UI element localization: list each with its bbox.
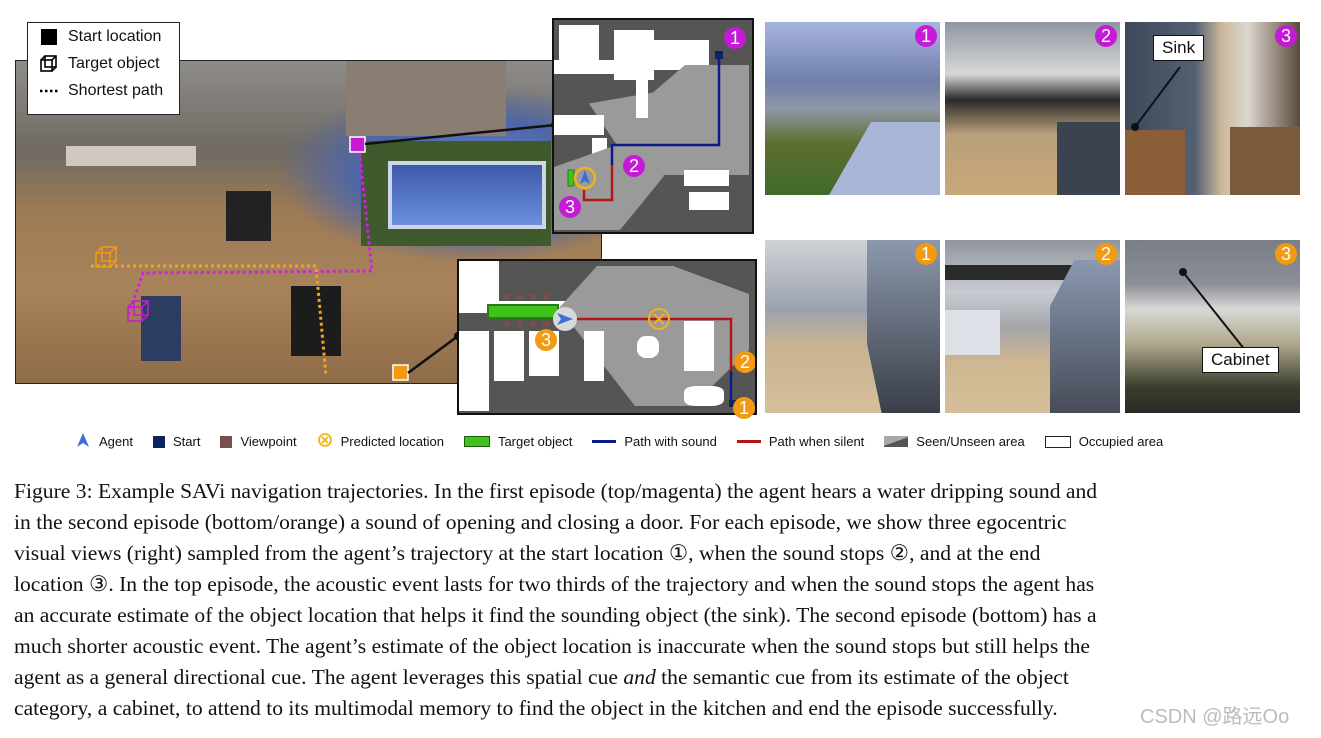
predicted-location-marker <box>573 166 597 190</box>
overhead-3d-map <box>15 60 602 384</box>
view-badge: 1 <box>915 25 937 47</box>
trajectory-legend: Agent Start Viewpoint Predicted location… <box>75 432 1183 451</box>
roof-deck <box>346 61 506 136</box>
cabinet-label: Cabinet <box>1202 347 1279 373</box>
cube-icon-magenta <box>127 300 149 322</box>
viewpoint-markers <box>504 294 549 327</box>
badge-3: 3 <box>535 329 557 351</box>
viewpoint-square-icon <box>220 435 233 448</box>
seen-unseen-icon <box>884 436 909 447</box>
legend-predicted-location: Predicted location <box>317 432 444 451</box>
badge-1: 1 <box>724 27 746 49</box>
agent-arrow-icon <box>557 313 573 325</box>
view-badge: 3 <box>1275 243 1297 265</box>
topdown-map-top-episode: 1 2 3 <box>552 18 754 234</box>
legend-start-location: Start location <box>28 23 179 50</box>
rug <box>291 286 341 356</box>
caption-line: category, a cabinet, to attend to its mu… <box>14 696 1058 720</box>
start-square-magenta <box>349 136 366 153</box>
predicted-location-marker <box>648 308 670 330</box>
watermark: CSDN @路远Oo <box>1140 706 1290 728</box>
trajectory-top <box>567 51 723 202</box>
target-object-marker <box>567 169 575 187</box>
view-badge: 2 <box>1095 25 1117 47</box>
caption-line: in the second episode (bottom/orange) a … <box>14 510 1067 534</box>
view-bottom-1: 1 <box>765 240 940 413</box>
view-bottom-2: 2 <box>945 240 1120 413</box>
legend-agent: Agent <box>75 432 133 451</box>
target-object-marker <box>487 304 559 319</box>
view-badge: 2 <box>1095 243 1117 265</box>
start-marker <box>715 51 723 59</box>
legend-shortest-path: Shortest path <box>28 77 179 104</box>
caption-line: Figure 3: Example SAVi navigation trajec… <box>14 479 1098 503</box>
sink-label: Sink <box>1153 35 1205 61</box>
figure-caption: Figure 3: Example SAVi navigation trajec… <box>14 476 1302 724</box>
view-top-3: Sink 3 <box>1125 22 1300 195</box>
shortest-paths <box>91 136 409 381</box>
caption-line: location ③. In the top episode, the acou… <box>14 572 1095 596</box>
badge-2: 2 <box>734 351 755 373</box>
legend-start: Start <box>152 434 200 449</box>
topdown-map-bottom-episode: 3 2 <box>457 259 757 415</box>
view-badge: 3 <box>1275 25 1297 47</box>
cube-icon-orange <box>95 246 117 268</box>
caption-line: agent as a general directional cue. The … <box>14 665 1069 689</box>
rug <box>226 191 271 241</box>
view-top-1: 1 <box>765 22 940 195</box>
badge-3: 3 <box>559 196 581 218</box>
agent-arrow-icon <box>580 170 590 184</box>
occupied-area-icon <box>1044 435 1071 448</box>
view-bottom-3: Cabinet 3 <box>1125 240 1300 413</box>
view-badge: 1 <box>915 243 937 265</box>
caption-line: visual views (right) sampled from the ag… <box>14 541 1041 565</box>
legend-seen-unseen: Seen/Unseen area <box>884 434 1025 449</box>
start-square-icon <box>152 435 165 448</box>
legend-target-object: Target object <box>463 434 572 449</box>
black-square-icon <box>38 28 60 45</box>
map-legend: Start location Target object Shortest pa… <box>27 22 180 115</box>
badge-2: 2 <box>623 155 645 177</box>
target-object-rect-icon <box>463 436 490 447</box>
legend-path-with-sound: Path with sound <box>592 434 717 449</box>
badge-1: 1 <box>733 397 755 419</box>
caption-line: much shorter acoustic event. The agent’s… <box>14 634 1091 658</box>
predicted-location-icon <box>317 432 333 451</box>
path-silent-line-icon <box>736 440 761 443</box>
agent-arrow-icon <box>75 432 91 451</box>
start-marker <box>729 400 736 407</box>
interior-wall <box>66 146 196 166</box>
caption-line: an accurate estimate of the object locat… <box>14 603 1097 627</box>
view-top-2: 2 <box>945 22 1120 195</box>
dotted-line-icon <box>38 88 60 94</box>
legend-occupied-area: Occupied area <box>1044 434 1163 449</box>
legend-path-when-silent: Path when silent <box>736 434 864 449</box>
path-sound-line-icon <box>592 440 617 443</box>
cube-icon <box>38 54 60 74</box>
trajectory-bottom <box>487 294 737 407</box>
legend-viewpoint: Viewpoint <box>220 434 297 449</box>
pool <box>388 161 546 229</box>
legend-target-object: Target object <box>28 50 179 77</box>
